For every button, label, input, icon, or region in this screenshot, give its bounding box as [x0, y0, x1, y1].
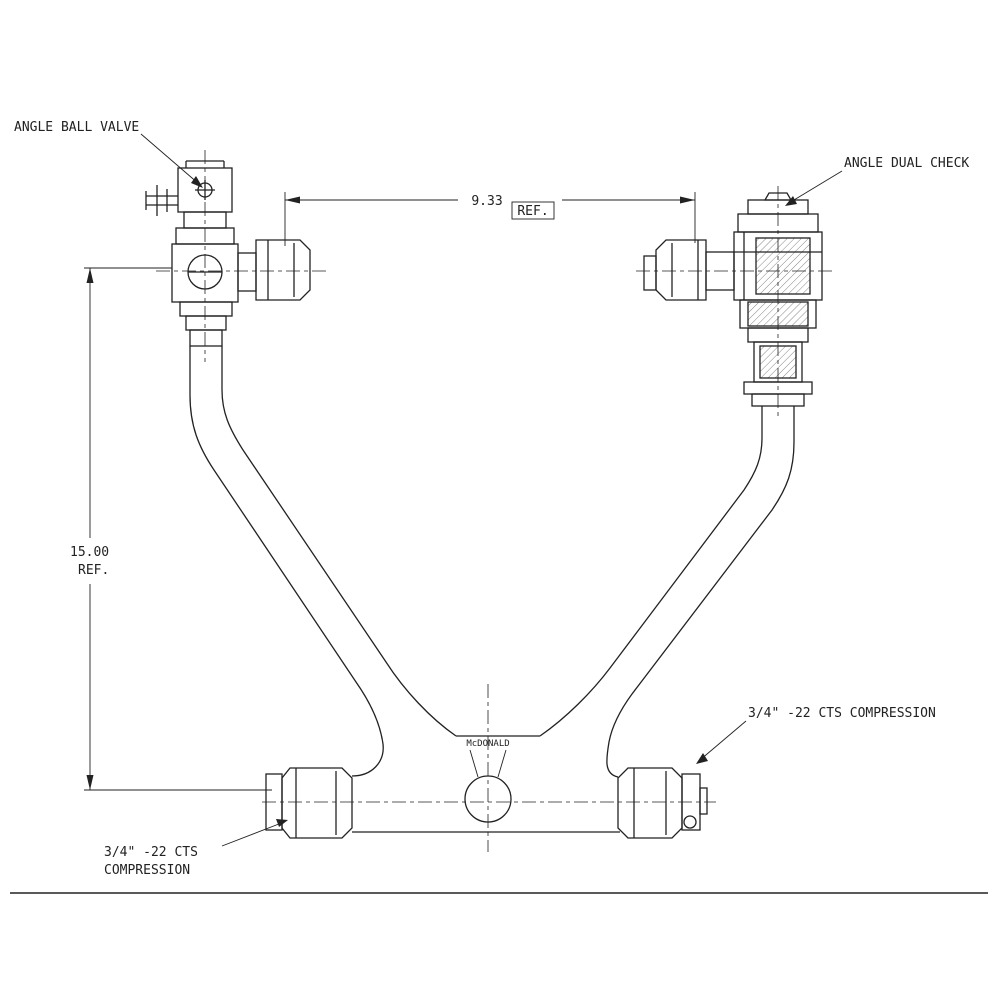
brand-text: McDONALD — [466, 739, 509, 749]
cts-compression-left-line1: 3/4" -22 CTS — [104, 845, 198, 860]
leader-arrow — [276, 819, 288, 827]
left-riser-pipe — [189, 346, 457, 777]
angle-ball-valve-drawing — [145, 150, 330, 362]
angle-ball-valve-text: ANGLE BALL VALVE — [14, 120, 139, 135]
yoke-left-nut — [281, 767, 353, 839]
drain-plug — [683, 815, 697, 829]
meter-boss — [464, 775, 512, 823]
angle-dual-check-drawing — [636, 186, 836, 420]
dim-height-ref: REF. — [78, 563, 109, 578]
dim-arrow-left — [285, 196, 300, 204]
ref-box — [511, 201, 555, 220]
label-angle-dual-check: ANGLE DUAL CHECK — [785, 156, 969, 206]
label-angle-ball-valve: ANGLE BALL VALVE — [14, 120, 203, 188]
cts-compression-right-text: 3/4" -22 CTS COMPRESSION — [748, 706, 936, 721]
label-cts-compression-left: 3/4" -22 CTS COMPRESSION — [104, 819, 288, 878]
left-valve-nut — [255, 239, 311, 301]
angle-dual-check-text: ANGLE DUAL CHECK — [844, 156, 969, 171]
dim-height-value: 15.00 — [70, 545, 109, 560]
dimension-width: 9.33 REF. — [284, 192, 696, 246]
dim-arrow-bottom — [86, 775, 94, 790]
cts-compression-left-line2: COMPRESSION — [104, 863, 190, 878]
leader-arrow — [696, 753, 708, 764]
dimension-height: 15.00 REF. — [70, 267, 272, 791]
dim-width-value: 9.33 — [471, 194, 502, 209]
right-riser-pipe — [539, 406, 795, 778]
bottom-yoke-assembly: McDONALD — [262, 684, 716, 852]
dim-arrow-right — [680, 196, 695, 204]
dim-width-ref: REF. — [517, 204, 548, 219]
yoke-right-nut — [617, 767, 683, 839]
label-cts-compression-right: 3/4" -22 CTS COMPRESSION — [696, 706, 936, 764]
leader-arrow — [191, 176, 203, 188]
dim-arrow-top — [86, 268, 94, 283]
leader-arrow — [785, 196, 797, 206]
